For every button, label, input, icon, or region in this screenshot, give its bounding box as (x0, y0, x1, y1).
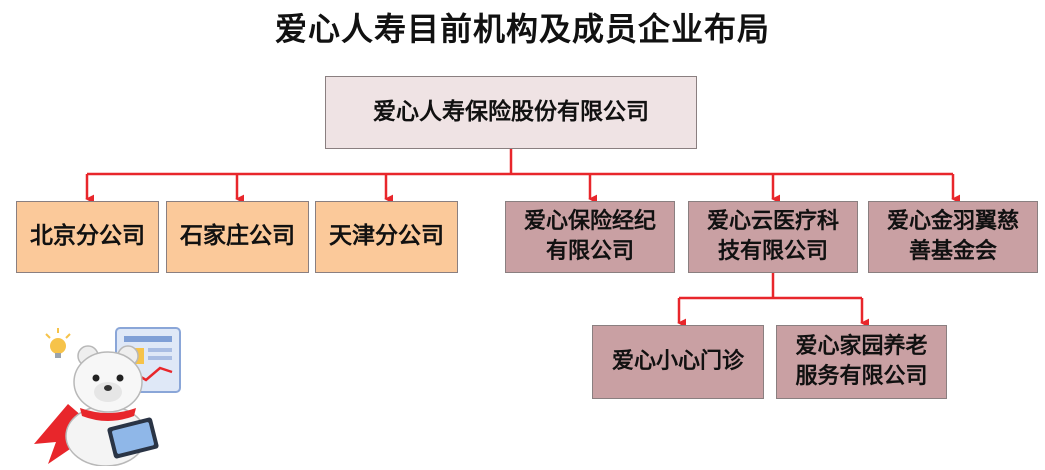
subsidiary-node-eldercare: 爱心家园养老 服务有限公司 (776, 325, 947, 399)
member-node-medtech: 爱心云医疗科 技有限公司 (688, 201, 858, 273)
member-label-line2: 有限公司 (545, 239, 634, 264)
subsidiary-label-line1: 爱心家园养老 (795, 334, 928, 360)
member-label-line1: 爱心保险经纪 (523, 209, 656, 235)
branch-node-beijing: 北京分公司 (16, 201, 159, 273)
subsidiary-label-line2: 服务有限公司 (795, 364, 928, 389)
member-label-line2: 技有限公司 (717, 239, 828, 264)
root-node: 爱心人寿保险股份有限公司 (325, 76, 697, 149)
member-label-line2: 善基金会 (908, 239, 997, 264)
member-label-line1: 爱心云医疗科 (706, 209, 839, 235)
bear-mascot-icon (34, 327, 181, 466)
member-node-foundation: 爱心金羽翼慈 善基金会 (868, 201, 1038, 273)
subsidiary-label: 爱心小心门诊 (611, 349, 744, 375)
subsidiary-node-clinic: 爱心小心门诊 (592, 325, 764, 399)
branch-label: 天津分公司 (329, 223, 444, 250)
member-node-broker: 爱心保险经纪 有限公司 (505, 201, 675, 273)
member-label-line1: 爱心金羽翼慈 (886, 209, 1019, 235)
branch-label: 石家庄公司 (180, 223, 295, 250)
branch-node-tianjin: 天津分公司 (315, 201, 458, 273)
page-title: 爱心人寿目前机构及成员企业布局 (274, 10, 770, 48)
branch-node-shijiazhuang: 石家庄公司 (166, 201, 309, 273)
root-label: 爱心人寿保险股份有限公司 (373, 98, 649, 125)
branch-label: 北京分公司 (30, 223, 145, 250)
